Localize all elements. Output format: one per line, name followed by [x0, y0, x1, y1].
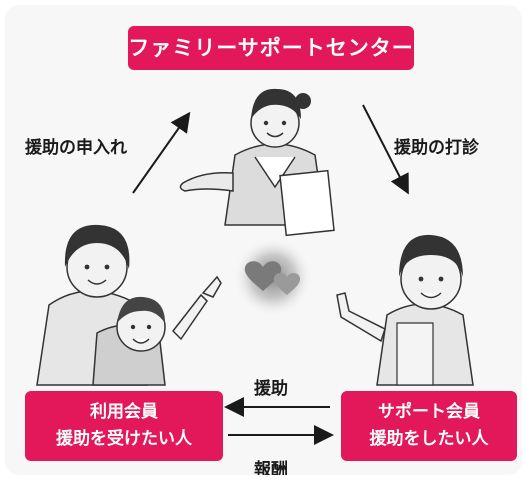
reward-label: 報酬: [254, 460, 288, 475]
hearts-icon: [233, 237, 313, 317]
diagram-stage: ファミリーサポートセンター 援助の申入れ 援助の打診 援助 報酬 利用会員 援助…: [5, 5, 522, 475]
help-label: 援助: [254, 379, 288, 399]
coordinator-figure: [179, 88, 335, 237]
support-member-description: 援助をしたい人: [369, 429, 489, 449]
request-arrow: [132, 111, 191, 194]
family-support-center-label: ファミリーサポートセンター: [128, 26, 414, 70]
user-family-figure: [36, 224, 222, 386]
user-member-box: 利用会員 援助を受けたい人: [25, 391, 223, 461]
user-member-description: 援助を受けたい人: [56, 429, 192, 449]
arrange-arrow: [362, 104, 409, 195]
support-member-title: サポート会員: [378, 402, 480, 422]
user-member-title: 利用会員: [90, 402, 158, 422]
supporter-figure: [336, 234, 474, 386]
arrange-label: 援助の打診: [394, 138, 479, 158]
diagram-artwork: [36, 88, 474, 445]
support-member-box: サポート会員 援助をしたい人: [341, 391, 517, 461]
request-label: 援助の申入れ: [25, 138, 127, 158]
